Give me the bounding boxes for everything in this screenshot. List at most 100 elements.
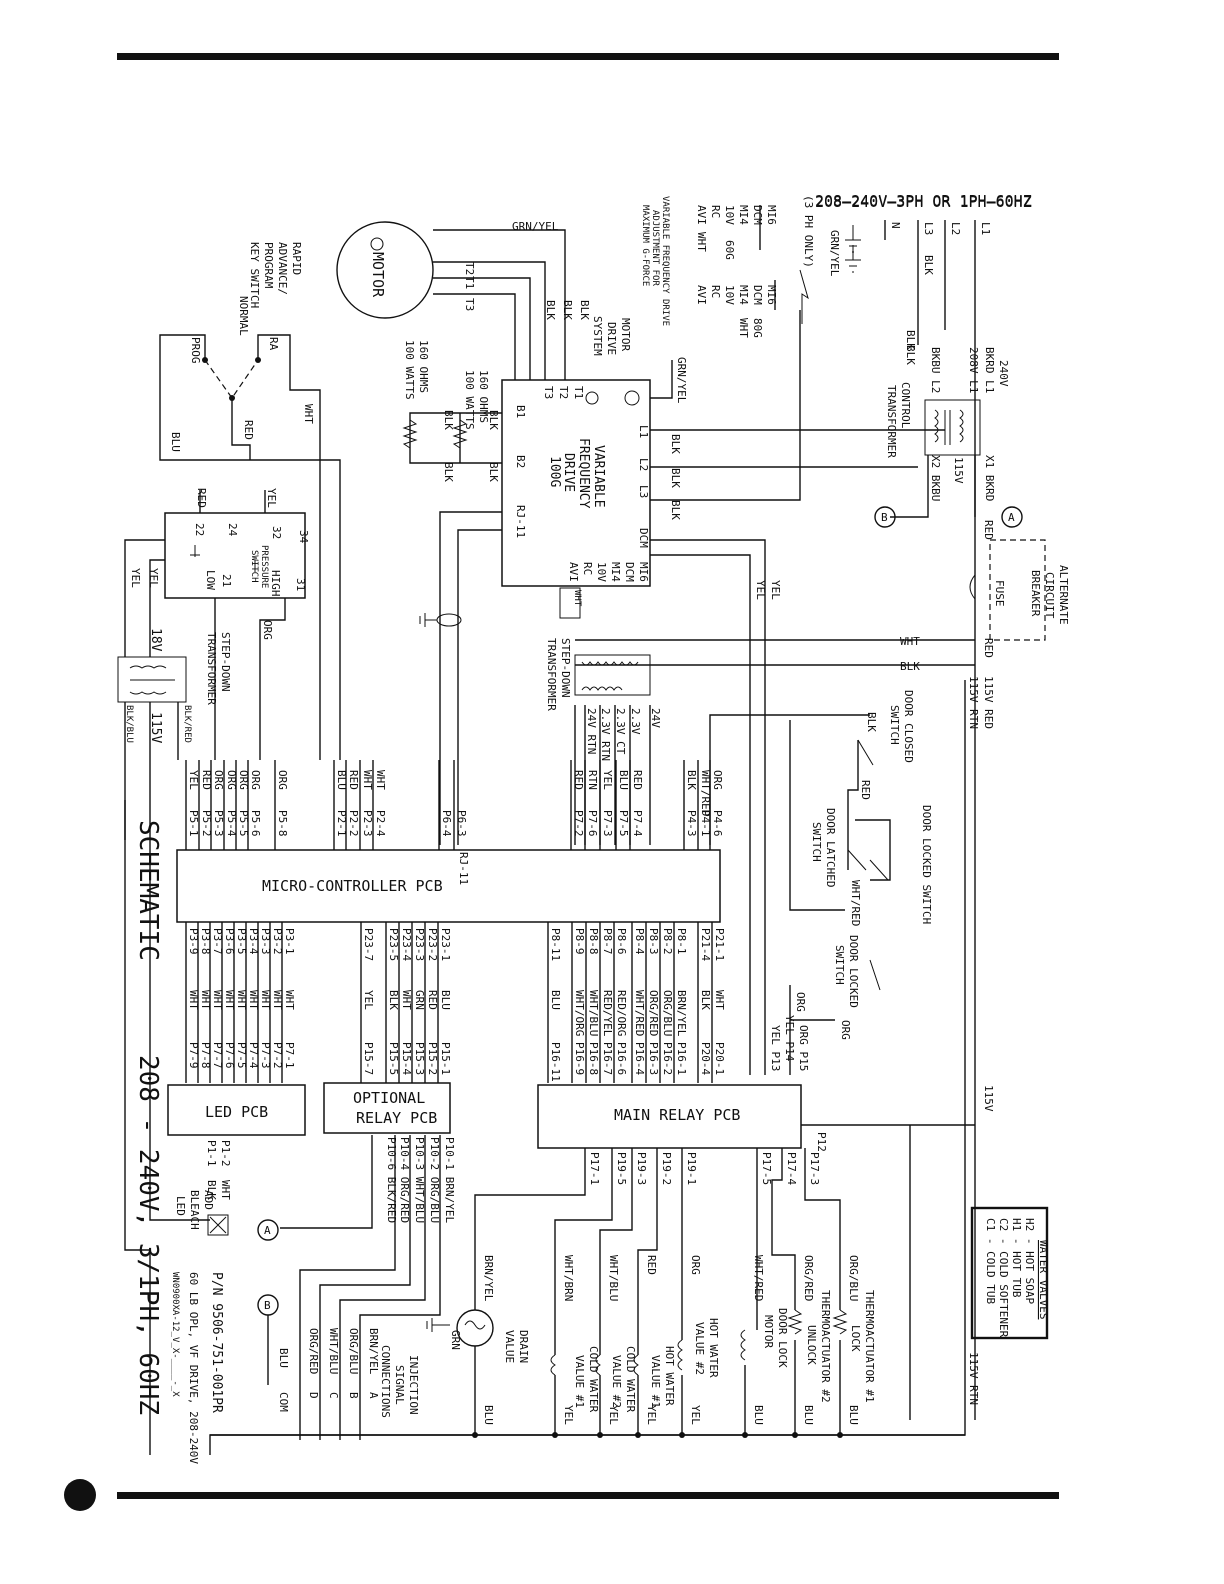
mcp-bot-dest-11: P15-4 bbox=[400, 1042, 413, 1075]
mcp-bot-pin-25: P21-1 bbox=[713, 928, 726, 961]
motor-ground-wire: GRN/YEL bbox=[512, 220, 559, 233]
ps-red: RED bbox=[195, 488, 208, 508]
water-valves-legend: WATER VALVES H2 - HOT SOAP H1 - HOT TUB … bbox=[970, 1206, 1050, 1340]
motor-wire-2: BLK bbox=[561, 300, 574, 320]
ps-22: 22 bbox=[193, 523, 206, 536]
dt-note-2: ADJUSTMENT FOR bbox=[650, 210, 660, 286]
ref-red-wire: RED bbox=[982, 520, 995, 540]
three-ph-note: (3 PH ONLY) bbox=[802, 195, 815, 268]
vfd-l3: L3 bbox=[637, 485, 650, 498]
mcp-bottom-pins: P3-9WHTP7-9P3-8WHTP7-8P3-7WHTP7-7P3-6WHT… bbox=[185, 922, 726, 1083]
ks-red: RED bbox=[242, 420, 255, 440]
pw-wht: WHT bbox=[900, 635, 920, 648]
motor-system-1: MOTOR bbox=[619, 318, 632, 351]
cold1-yel: YEL bbox=[562, 1405, 575, 1425]
ct-x1: X1 BKRD bbox=[983, 455, 996, 501]
ks-label-1: RAPID bbox=[290, 242, 303, 275]
ps-21: 21 bbox=[220, 574, 233, 587]
pw-blk: BLK bbox=[900, 660, 920, 673]
vfd-in-blk-1: BLK bbox=[669, 434, 682, 454]
pw-115v-rtn-2: 115V RTN bbox=[967, 1352, 980, 1405]
drain-blu: BLU bbox=[482, 1405, 495, 1425]
mcp-bot-dest-12: P15-3 bbox=[413, 1042, 426, 1075]
ground-arrow bbox=[799, 269, 809, 324]
vfd-b1: B1 bbox=[514, 405, 527, 418]
ps-high: HIGH bbox=[269, 570, 282, 597]
mcp-top-pin-11: P6-4 bbox=[440, 810, 453, 837]
mcp-bot-wire-9: YEL bbox=[362, 990, 375, 1010]
mcp-bot-dest-7: P7-2 bbox=[271, 1042, 284, 1069]
mcp-top-pin-9: P2-3 bbox=[361, 810, 374, 837]
valve-coils bbox=[550, 1329, 746, 1376]
breaker-label-3: BREAKER bbox=[1029, 570, 1042, 617]
th1-org-blu: ORG/BLU bbox=[847, 1255, 860, 1301]
cold2-label-2: VALUE #2 bbox=[610, 1355, 623, 1408]
drain-label-2: VALUE bbox=[503, 1330, 516, 1363]
resistor-1-watts: 100 WATTS bbox=[463, 370, 476, 430]
mcp-bot-wire-23: BRN/YEL bbox=[675, 990, 688, 1037]
sdt2-coils bbox=[581, 661, 639, 691]
inj-com: COM bbox=[277, 1392, 290, 1412]
mcp-bot-wire-19: RED/ORG bbox=[615, 990, 628, 1036]
mcp-rj11: RJ-11 bbox=[457, 852, 470, 885]
mcp-bot-pin-17: P8-8 bbox=[587, 928, 600, 955]
ct-blk-2: BLK bbox=[904, 345, 917, 365]
led-p1-2: P1-2 bbox=[219, 1140, 232, 1167]
door-locked-top: DOOR LOCKED SWITCH bbox=[920, 805, 933, 924]
door-switches: DOOR CLOSED SWITCH DOOR LATCHED SWITCH D… bbox=[709, 690, 933, 1075]
dt-r-80g: 80G bbox=[751, 318, 764, 338]
sdt1-label-2: TRANSFORMER bbox=[205, 632, 218, 705]
mcp-top-wire-7: BLU bbox=[335, 770, 348, 790]
ct-label-1: CONTROL bbox=[899, 382, 912, 429]
mcp-bot-wire-7: WHT bbox=[271, 990, 284, 1010]
inj-d: D bbox=[307, 1392, 320, 1399]
ref-b-top bbox=[874, 506, 896, 528]
motor: MOTOR T2 T1 T3 GRN/YEL BLK BLK BLK MOTOR… bbox=[336, 220, 632, 390]
mcp-top-pin-10: P2-4 bbox=[374, 810, 387, 837]
mcp-bot-wire-11: WHT bbox=[400, 990, 413, 1010]
mcp-top-wire-19: WHT/RED bbox=[699, 770, 712, 816]
sdt2-24v: 24V bbox=[649, 708, 662, 728]
vfd-ground-wire: GRN/YEL bbox=[675, 357, 688, 404]
led-add: ADD bbox=[202, 1190, 215, 1210]
hot2-yel: YEL bbox=[689, 1405, 702, 1425]
l3-wire: BLK bbox=[922, 255, 935, 275]
ct-208v-l1: 208V L1 bbox=[967, 347, 980, 393]
mcp-bot-wire-6: WHT bbox=[259, 990, 272, 1010]
led-pcb-label: LED PCB bbox=[205, 1103, 268, 1121]
mcp-top-pins: YELP5-1REDP5-2ORGP5-3ORGP5-4ORGP5-5ORGP5… bbox=[185, 760, 724, 850]
mcp-top-wire-4: ORG bbox=[237, 770, 250, 790]
opt-relay-pin-4: P10-6 BLK/RED bbox=[385, 1137, 398, 1223]
title-block: SCHEMATIC 208 - 240V, 3/1PH, 60HZ P/N 95… bbox=[124, 800, 224, 1464]
ct-bkrd-l1: BKRD L1 bbox=[983, 347, 996, 393]
power-wires: WHT BLK RED 115V RED 115V RTN 115V 115V … bbox=[209, 635, 995, 1455]
mcp-top-wire-20: ORG bbox=[711, 770, 724, 790]
ks-ra: RA bbox=[267, 337, 280, 351]
ks-prog: PROG bbox=[189, 337, 202, 364]
ground-symbol-2 bbox=[845, 245, 861, 273]
motor-t3: T3 bbox=[463, 298, 476, 311]
motor-system-3: SYSTEM bbox=[591, 316, 604, 356]
main-relay-pin-5: P17-5 bbox=[760, 1152, 773, 1185]
sdt1-label-1: STEP-DOWN bbox=[219, 632, 232, 692]
ps-yel: YEL bbox=[265, 488, 278, 508]
mcp-bot-pin-21: P8-3 bbox=[647, 928, 660, 955]
mcp-bot-dest-18: P16-7 bbox=[601, 1042, 614, 1075]
mcp-bot-dest-4: P7-5 bbox=[235, 1042, 248, 1069]
mcp-box bbox=[176, 849, 721, 923]
dlm-wht-red: WHT/RED bbox=[752, 1255, 765, 1301]
door-locked-1: DOOR LOCKED bbox=[847, 935, 860, 1008]
mcp-bot-pin-24: P21-4 bbox=[699, 928, 712, 961]
micro-controller-pcb: MICRO-CONTROLLER PCB RJ-11 YELP5-1REDP5-… bbox=[176, 760, 810, 1083]
vfd-rc: RC bbox=[581, 562, 594, 575]
vfd-yel-2: YEL bbox=[754, 580, 767, 600]
led-led: LED bbox=[174, 1196, 187, 1216]
cold2-wht-blu: WHT/BLU bbox=[607, 1255, 620, 1301]
dt-r-wht: WHT bbox=[737, 318, 750, 338]
resistor-2-ohms: 160 OHMS bbox=[417, 340, 430, 393]
motor-t2: T2 bbox=[463, 262, 476, 275]
led-blk: BLK bbox=[205, 1180, 218, 1200]
main-relay-label: MAIN RELAY PCB bbox=[614, 1106, 740, 1124]
top-rule bbox=[117, 53, 1059, 60]
